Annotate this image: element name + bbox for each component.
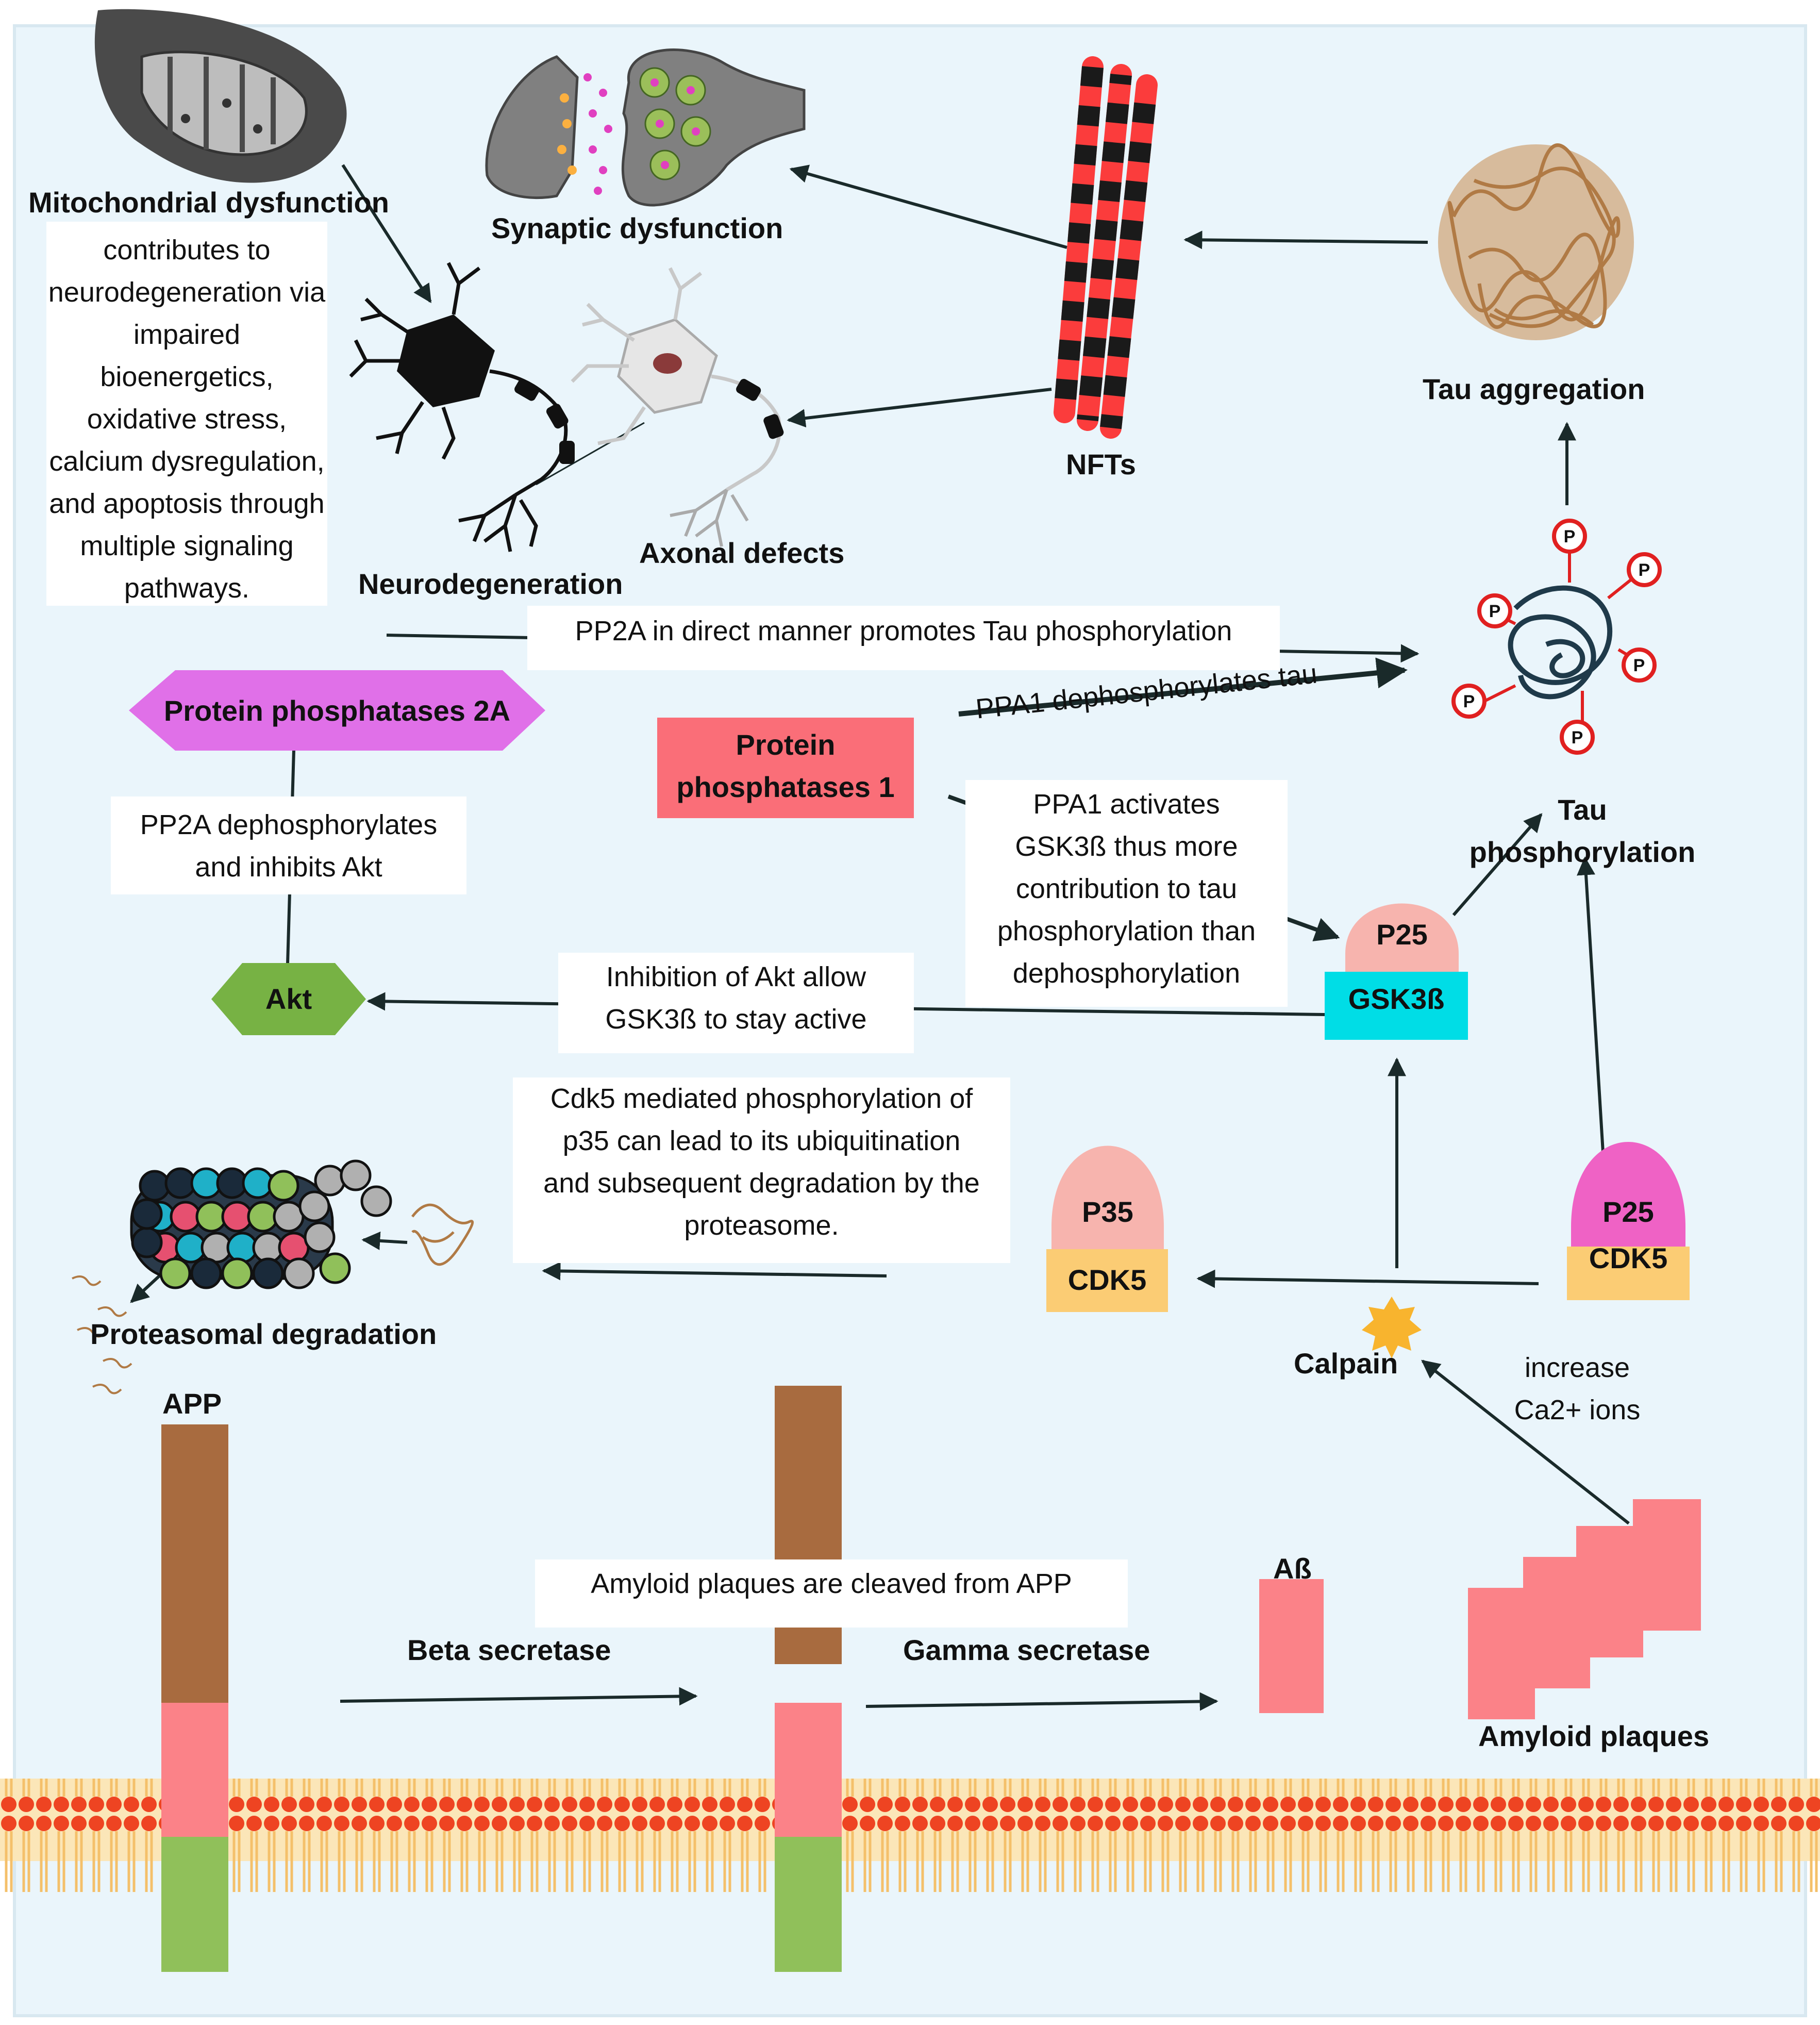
note-mitochondrial: contributes to neurodegeneration via imp… [46, 222, 327, 606]
mitochondrion-icon [94, 9, 347, 183]
node-cdk5-left: CDK5 [1067, 1264, 1147, 1296]
arrow-cdk5l-to-proteasome [542, 1262, 887, 1281]
p-mark-4: P [1572, 728, 1583, 748]
label-app: APP [162, 1387, 222, 1420]
note-ca-ions: increase Ca2+ ions [1514, 1352, 1641, 1425]
p-mark-1: P [1564, 527, 1576, 546]
arrow-mito-to-neuron [341, 164, 432, 304]
arrow-gamma-secretase [865, 1692, 1218, 1711]
arrow-cdk5r-to-cdk5l [1196, 1269, 1539, 1288]
neuron-icon [349, 262, 575, 552]
node-akt: Akt [265, 983, 312, 1015]
label-nfts: NFTs [1066, 448, 1136, 480]
note-pp2a-promotes-tau: PP2A in direct manner promotes Tau phosp… [527, 606, 1280, 670]
nft-fibril-icon [1054, 56, 1158, 439]
lipid-membrane-icon [0, 1779, 1820, 1892]
calpain-star-icon [1362, 1297, 1422, 1358]
node-cdk5-right: CDK5 [1589, 1242, 1668, 1274]
arrow-plaques-to-calpain [1421, 1359, 1630, 1525]
node-cdk5-right-p25: P25 [1602, 1196, 1654, 1228]
cdk5-right-node-shape [1567, 1247, 1690, 1300]
label-gamma-secretase: Gamma secretase [903, 1634, 1150, 1666]
cdk5-left-node-shape [1046, 1249, 1168, 1312]
node-gsk3b: GSK3ß [1348, 983, 1445, 1015]
arrow-pp1-to-ptau [958, 657, 1408, 717]
gsk-node-shape [1325, 972, 1468, 1040]
akt-node-shape [211, 963, 366, 1035]
note-amyloid-cleavage: Amyloid plaques are cleaved from APP [535, 1559, 1128, 1628]
label-tau-aggregation: Tau aggregation [1423, 373, 1645, 405]
note-cdk5-phosphorylation: Cdk5 mediated phosphorylation of p35 can… [513, 1077, 1010, 1263]
synapse-icon [485, 48, 806, 207]
node-cdk5-left-p35: P35 [1082, 1196, 1133, 1228]
note-ppa1-activates-gsk: PPA1 activates GSK3ß thus more contribut… [965, 780, 1288, 1007]
proteasome-icon [130, 1159, 392, 1289]
arrow-beta-secretase [340, 1687, 698, 1706]
tau-fragment-icon [411, 1203, 474, 1266]
degraded-fragments-icon [72, 1275, 132, 1395]
gsk-p25-cap [1345, 903, 1459, 972]
label-axonal-defects: Axonal defects [639, 537, 845, 569]
arrow-gsk-to-ptau [1452, 813, 1543, 916]
p-mark-3: P [1633, 656, 1645, 675]
tau-aggregate-icon [1438, 143, 1634, 340]
label-proteasomal-degradation: Proteasomal degradation [90, 1318, 437, 1350]
label-neurodegeneration: Neurodegeneration [358, 568, 623, 600]
p-mark-6: P [1489, 602, 1501, 621]
arrow-nft-to-axonal [787, 388, 1052, 428]
label-beta-secretase: Beta secretase [407, 1634, 611, 1666]
label-tau-phosphorylation: Tau phosphorylation [1469, 793, 1696, 868]
label-abeta: Aß [1273, 1552, 1312, 1585]
abeta-fragment [1259, 1579, 1324, 1713]
label-synaptic-dysfunction: Synaptic dysfunction [491, 212, 783, 244]
label-calpain: Calpain [1294, 1347, 1398, 1380]
node-pp1: Protein phosphatases 1 [676, 728, 895, 803]
damaged-neuron-icon [571, 267, 784, 547]
note-pp2a-inhibits-akt: PP2A dephosphorylates and inhibits Akt [111, 796, 466, 894]
pp1-node-shape [657, 718, 914, 818]
cdk5-left-p35-cap [1051, 1146, 1164, 1249]
node-pp2a: Protein phosphatases 2A [163, 694, 511, 727]
arrow-tau-to-proteasome [361, 1231, 408, 1250]
phospho-tau-icon: P P P P P P [1451, 519, 1662, 755]
amyloid-plaques-shape [1468, 1499, 1701, 1719]
note-akt-inhibition: Inhibition of Akt allow GSK3ß to stay ac… [558, 953, 914, 1053]
label-amyloid-plaques: Amyloid plaques [1478, 1720, 1710, 1752]
label-mitochondrial-dysfunction: Mitochondrial dysfunction [28, 186, 389, 219]
node-gsk-p25: P25 [1376, 918, 1428, 951]
p-mark-5: P [1463, 692, 1475, 711]
arrow-tauagg-to-nft [1183, 230, 1428, 250]
cdk5-right-p25-cap [1571, 1142, 1685, 1247]
arrow-nft-to-synaptic [789, 164, 1067, 249]
p-mark-2: P [1639, 560, 1650, 580]
app-protein-left [161, 1424, 228, 1972]
arrow-cdk5-to-ptau [1577, 856, 1605, 1153]
pp2a-node-shape [129, 670, 545, 751]
